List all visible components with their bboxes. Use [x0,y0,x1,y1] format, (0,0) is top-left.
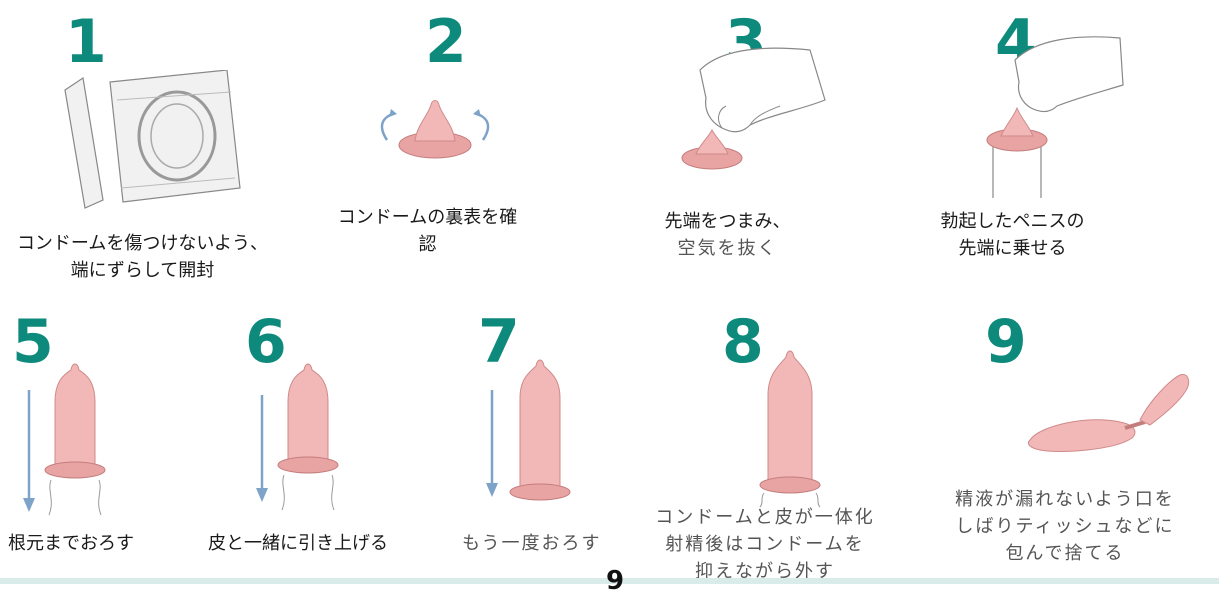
step-2-caption: コンドームの裏表を確 認 [337,207,518,255]
step-7-number: 7 [478,307,520,377]
step-2-number: 2 [425,7,467,77]
step-6-caption: 皮と一緒に引き上げる [208,533,388,554]
step-3-caption: 先端をつまみ、 空気を抜く [664,211,791,259]
pull-up-with-skin-icon [256,363,339,511]
footer-bar [0,578,1219,584]
step-6-number: 6 [245,307,287,377]
step-7-caption: もう一度おろす [462,533,602,554]
condom-package-icon [64,70,241,209]
page-number: 9 [606,566,625,596]
step-8-caption: コンドームと皮が一体化 射精後はコンドームを 抑えながら外す [655,507,875,582]
tied-condom-icon [1027,373,1190,452]
step-1-caption: コンドームを傷つけないよう、 端にずらして開封 [16,233,269,281]
step-4-caption: 勃起したペニスの 先端に乗せる [940,211,1085,259]
condom-unrolled-icon [380,100,490,159]
step-5-caption: 根元までおろす [8,533,134,554]
step-8-number: 8 [722,307,764,377]
step-1-number: 1 [65,7,107,77]
hand-pinch-tip-icon [681,47,826,170]
condom-fully-on-icon [759,350,821,508]
condom-on-penis-tip-icon [986,36,1124,198]
roll-down-to-base-icon [23,363,106,516]
step-9-caption: 精液が漏れないよう口を しばりティッシュなどに 包んで捨てる [955,489,1175,564]
step-9-number: 9 [985,307,1027,377]
step-5-number: 5 [12,307,54,377]
roll-down-again-icon [486,359,571,501]
